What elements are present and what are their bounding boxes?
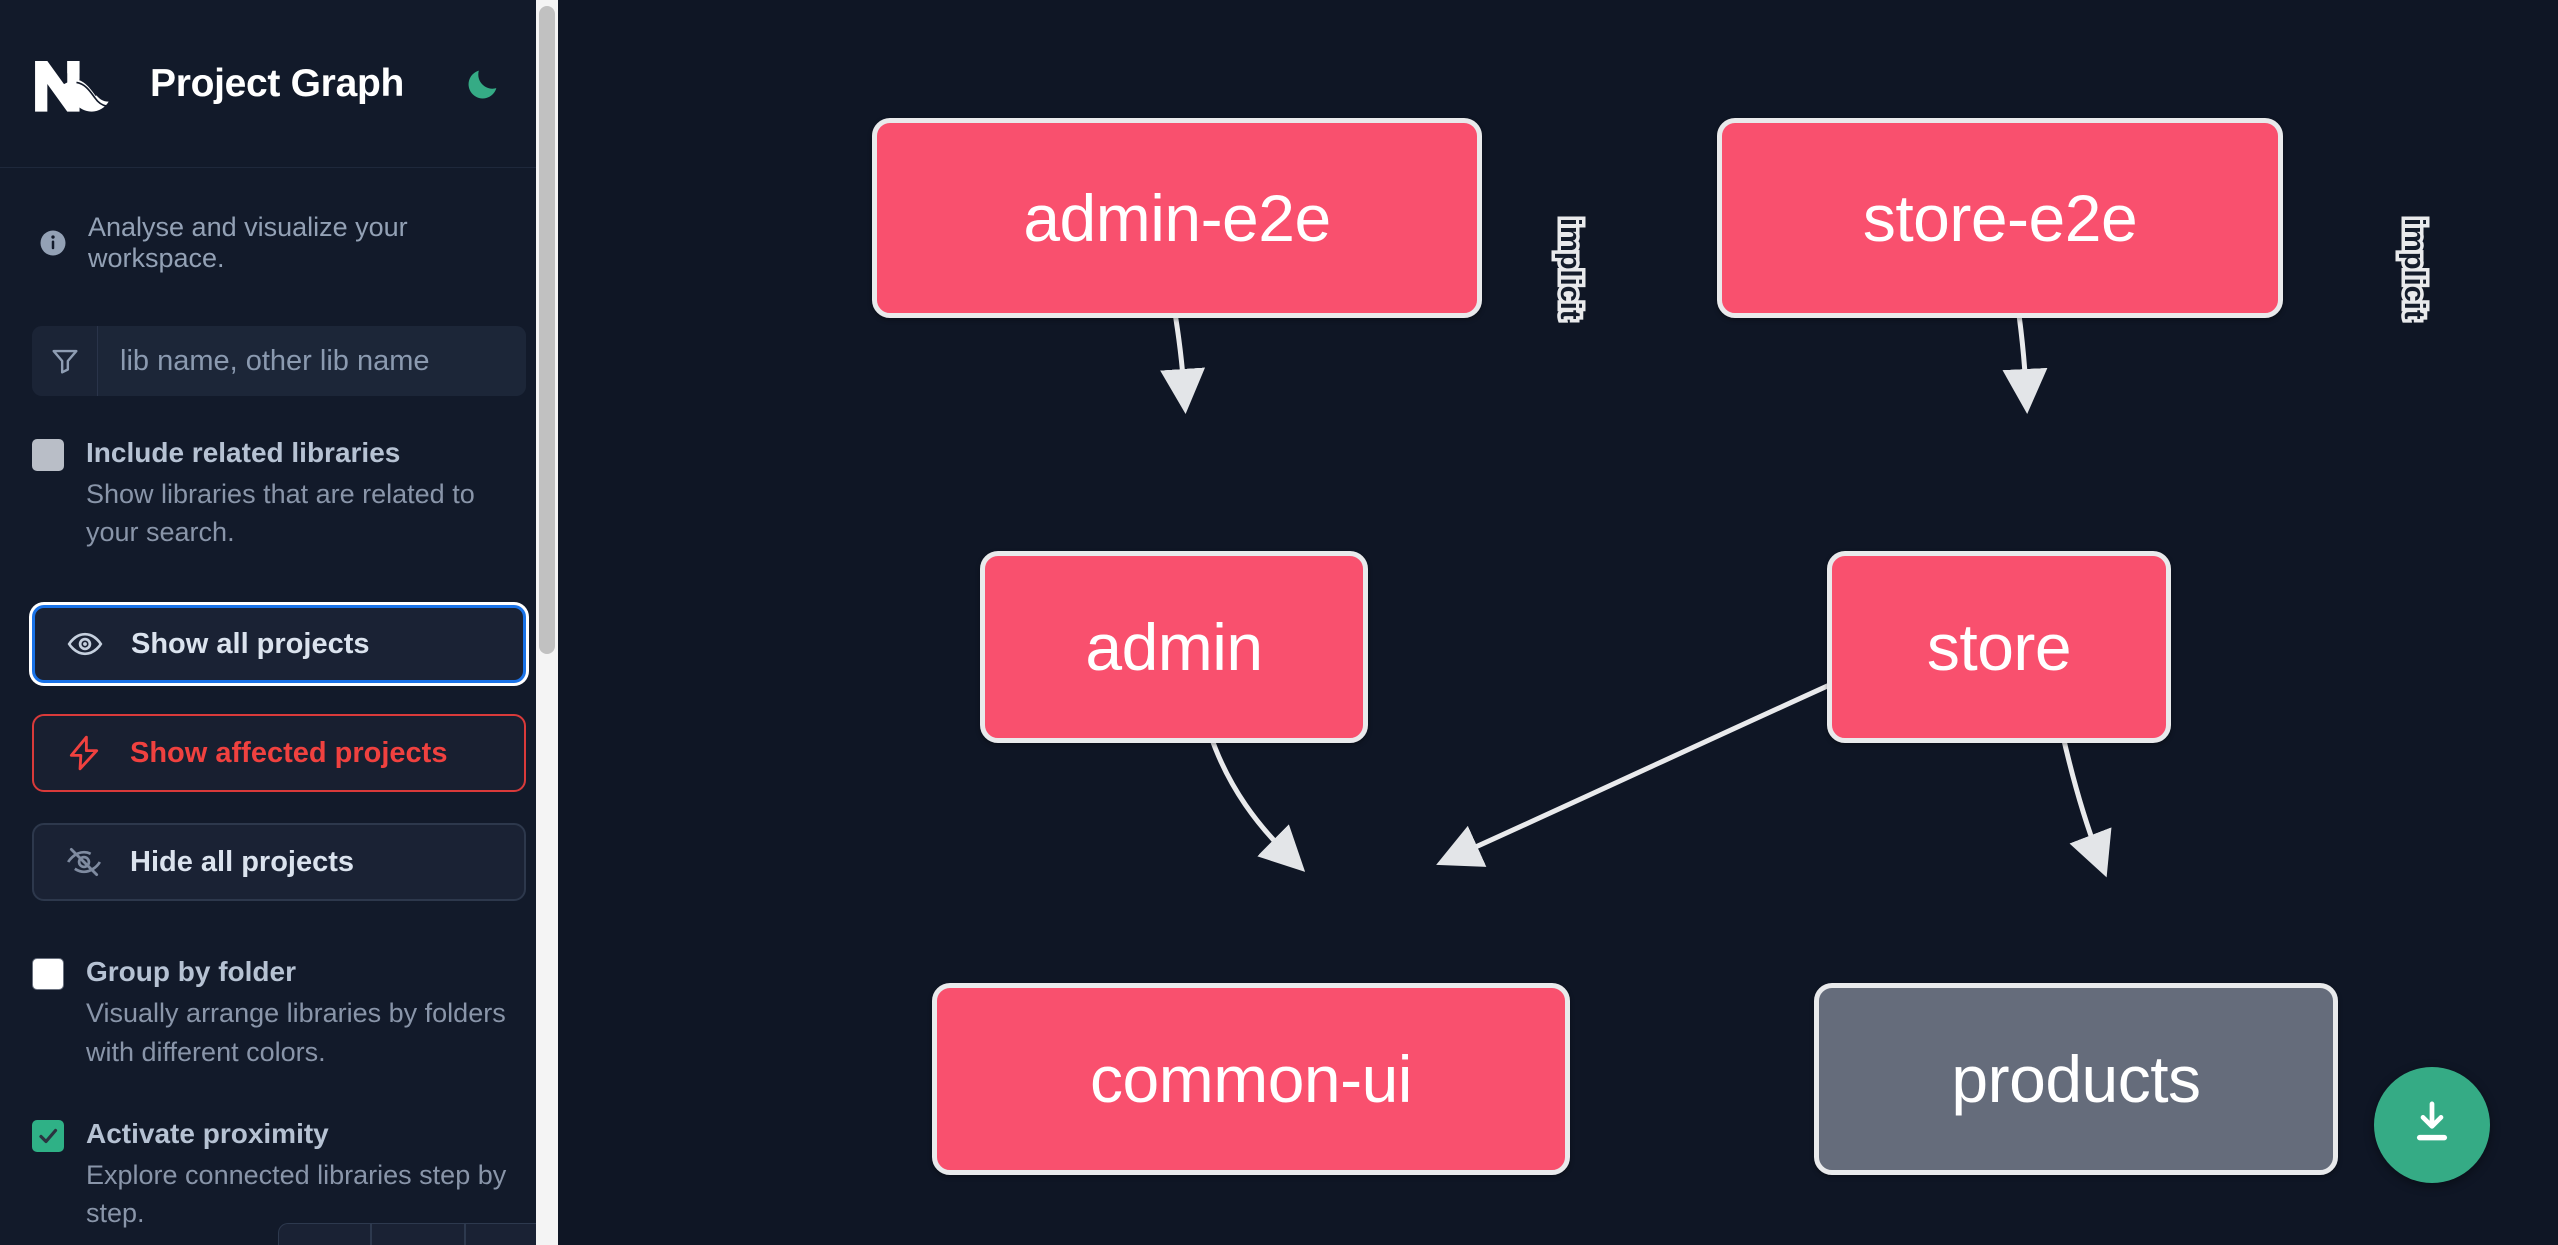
download-icon	[2405, 1096, 2459, 1155]
option-label: Include related libraries	[86, 437, 401, 468]
option-include-related-libraries[interactable]: Include related libraries Show libraries…	[0, 434, 558, 551]
sidebar-header: Project Graph	[0, 0, 558, 168]
text-filter-segmented-control[interactable]	[278, 1223, 558, 1245]
eye-icon	[65, 624, 105, 664]
subtitle-text: Analyse and visualize your workspace.	[88, 212, 408, 273]
lightning-icon	[64, 733, 104, 773]
option-group-by-folder[interactable]: Group by folder Visually arrange librari…	[0, 953, 558, 1070]
hide-all-projects-button[interactable]: Hide all projects	[32, 823, 526, 902]
graph-node-admin-e2e[interactable]: admin-e2e	[872, 118, 1482, 318]
info-icon	[38, 228, 68, 258]
graph-node-store[interactable]: store	[1827, 551, 2171, 743]
button-label: Hide all projects	[130, 845, 355, 878]
button-label: Show all projects	[131, 627, 370, 660]
graph-node-store-e2e[interactable]: store-e2e	[1717, 118, 2283, 318]
option-description: Show libraries that are related to your …	[86, 478, 475, 548]
sidebar-scrollbar-thumb[interactable]	[539, 6, 555, 654]
filter-bar	[32, 326, 526, 396]
workspace-subtitle: Analyse and visualize your workspace.	[0, 168, 558, 274]
download-graph-button[interactable]	[2374, 1067, 2490, 1183]
option-activate-proximity[interactable]: Activate proximity Explore connected lib…	[0, 1115, 558, 1232]
show-affected-projects-button[interactable]: Show affected projects	[32, 714, 526, 793]
sidebar-scrollbar[interactable]	[536, 0, 558, 1245]
nx-logo-icon	[32, 53, 124, 115]
check-icon	[39, 1128, 58, 1144]
graph-node-products[interactable]: products	[1814, 983, 2338, 1175]
search-input[interactable]	[98, 326, 526, 396]
option-label: Activate proximity	[86, 1117, 329, 1149]
edge-label-implicit-store: implicit	[2395, 215, 2434, 324]
moon-icon[interactable]	[460, 61, 506, 107]
button-label: Show affected projects	[130, 736, 448, 769]
action-button-group: Show all projects Show affected projects	[32, 605, 526, 902]
option-description: Explore connected libraries step by step…	[86, 1159, 507, 1229]
page-title: Project Graph	[150, 61, 404, 105]
graph-canvas[interactable]: implicit implicit admin-e2e store-e2e ad…	[558, 0, 2558, 1245]
activate-proximity-checkbox[interactable]	[32, 1119, 64, 1152]
eye-off-icon	[64, 842, 104, 882]
show-all-projects-button[interactable]: Show all projects	[32, 605, 526, 684]
edge-label-implicit-admin: implicit	[1551, 215, 1590, 324]
graph-node-admin[interactable]: admin	[980, 551, 1368, 743]
graph-node-common-ui[interactable]: common-ui	[932, 983, 1570, 1175]
group-by-folder-checkbox[interactable]	[32, 958, 64, 991]
include-related-libraries-checkbox[interactable]	[32, 439, 64, 471]
option-label: Group by folder	[86, 956, 296, 988]
option-description: Visually arrange libraries by folders wi…	[86, 998, 506, 1067]
segment-two[interactable]	[371, 1223, 465, 1245]
segment-one[interactable]	[278, 1223, 372, 1245]
filter-funnel-icon	[32, 326, 98, 396]
sidebar: Project Graph Analyse and visualize your…	[0, 0, 558, 1245]
